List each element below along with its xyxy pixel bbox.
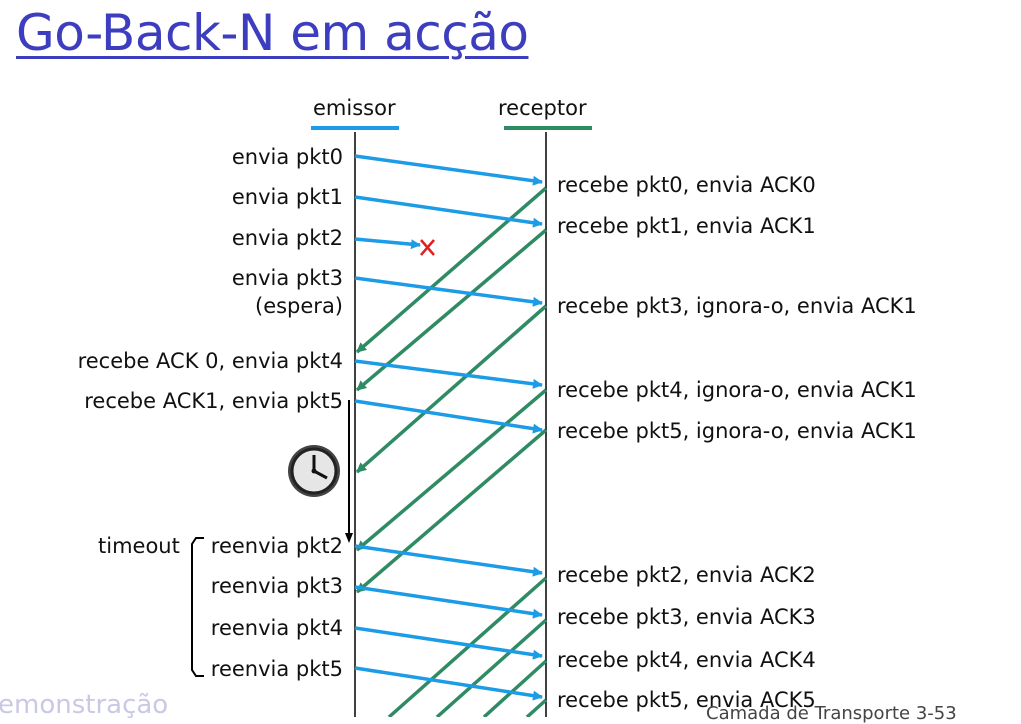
ack0-arrow <box>355 186 548 354</box>
ack1-dup-arrow-1 <box>355 304 548 474</box>
sender-underline <box>311 126 399 130</box>
pkt0-arrow <box>354 154 543 186</box>
sender-event: envia pkt3 <box>231 266 343 290</box>
pkt3-arrow <box>354 276 543 307</box>
pkt4-resend-arrow <box>354 626 543 660</box>
sender-event: reenvia pkt4 <box>210 616 343 640</box>
receiver-event: recebe pkt5, ignora-o, envia ACK1 <box>557 419 917 443</box>
ack4-arrow <box>482 659 548 717</box>
receiver-event: recebe pkt0, envia ACK0 <box>557 173 816 197</box>
ack1-dup-arrow-2 <box>355 388 548 552</box>
sender-event: reenvia pkt3 <box>210 574 343 598</box>
timeout-bracket <box>191 537 204 677</box>
timer-arrow-head <box>345 533 353 543</box>
pkt4-arrow <box>354 359 543 389</box>
ack2-arrow <box>387 576 548 717</box>
receiver-label: receptor <box>498 96 587 120</box>
sender-event: reenvia pkt2 <box>210 534 343 558</box>
ack1-dup-arrow-3 <box>355 428 548 594</box>
receiver-event: recebe pkt4, ignora-o, envia ACK1 <box>557 378 917 402</box>
receiver-event: recebe pkt4, envia ACK4 <box>557 648 816 672</box>
ack3-arrow <box>435 618 548 717</box>
receiver-event: recebe pkt1, envia ACK1 <box>557 214 816 238</box>
receiver-event: recebe pkt5, envia ACK5 <box>557 688 816 712</box>
pkt1-arrow <box>354 195 543 228</box>
footer-left-text: emonstração <box>0 690 169 720</box>
packet-lost-icon <box>420 239 435 256</box>
pkt2-lost-arrow <box>354 237 421 250</box>
clock-icon <box>288 445 340 497</box>
sender-event: envia pkt0 <box>231 145 343 169</box>
footer-right-text: Camada de Transporte 3-53 <box>706 703 957 724</box>
pkt3-resend-arrow <box>354 585 543 619</box>
pkt5-arrow <box>354 399 543 434</box>
pkt5-resend-arrow <box>354 666 543 701</box>
sender-label: emissor <box>313 96 396 120</box>
receiver-event: recebe pkt2, envia ACK2 <box>557 563 816 587</box>
sender-event: recebe ACK 0, envia pkt4 <box>77 349 343 373</box>
sender-event: reenvia pkt5 <box>210 657 343 681</box>
page-title: Go-Back-N em acção <box>16 4 529 62</box>
sender-event: envia pkt2 <box>231 226 343 250</box>
receiver-event: recebe pkt3, ignora-o, envia ACK1 <box>557 294 917 318</box>
timeout-label: timeout <box>98 534 180 558</box>
ack5-arrow <box>525 698 548 717</box>
sender-event: recebe ACK1, envia pkt5 <box>84 389 343 413</box>
ack1-arrow <box>355 228 548 392</box>
receiver-event: recebe pkt3, envia ACK3 <box>557 605 816 629</box>
receiver-underline <box>504 126 592 130</box>
sender-event: envia pkt1 <box>231 185 343 209</box>
sender-event: (espera) <box>255 294 343 318</box>
pkt2-resend-arrow <box>354 544 543 577</box>
